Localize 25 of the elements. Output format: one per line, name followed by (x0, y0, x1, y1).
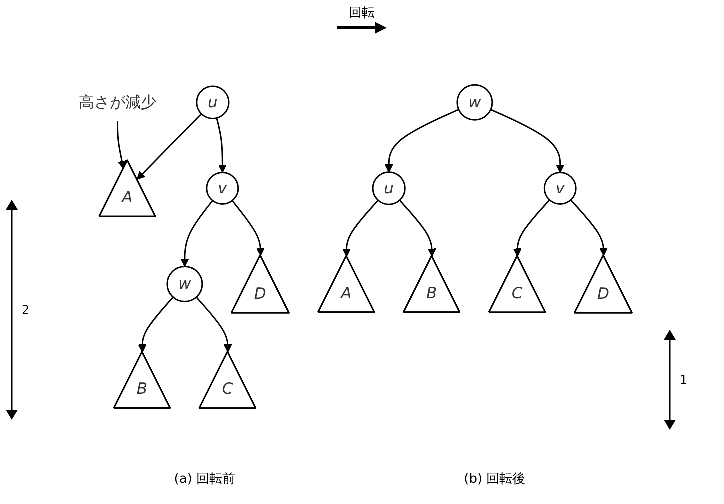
arrow (117, 122, 126, 170)
arrow (490, 109, 565, 174)
arrow (216, 118, 227, 174)
dimension-label: 1 (680, 373, 688, 387)
arrow (570, 200, 608, 256)
arrow (136, 114, 202, 180)
arrow (180, 200, 214, 268)
node-circle: v (206, 172, 240, 205)
node-circle: w (456, 84, 494, 121)
arrow (513, 200, 550, 257)
dimension-label: 2 (22, 303, 30, 317)
arrow (342, 200, 379, 257)
node-circle: v (544, 172, 577, 205)
node-circle: u (196, 86, 230, 120)
rotation-label: 回転 (349, 5, 375, 22)
arrow (138, 296, 174, 353)
node-circle: u (372, 172, 406, 206)
arrow (384, 109, 460, 173)
node-circle: w (166, 266, 204, 302)
caption: (b) 回転後 (464, 471, 526, 488)
arrow (196, 296, 232, 353)
arrow (232, 200, 265, 256)
node-text: 高さが減少 (78, 92, 157, 112)
caption: (a) 回転前 (174, 471, 236, 488)
arrow (399, 200, 436, 257)
